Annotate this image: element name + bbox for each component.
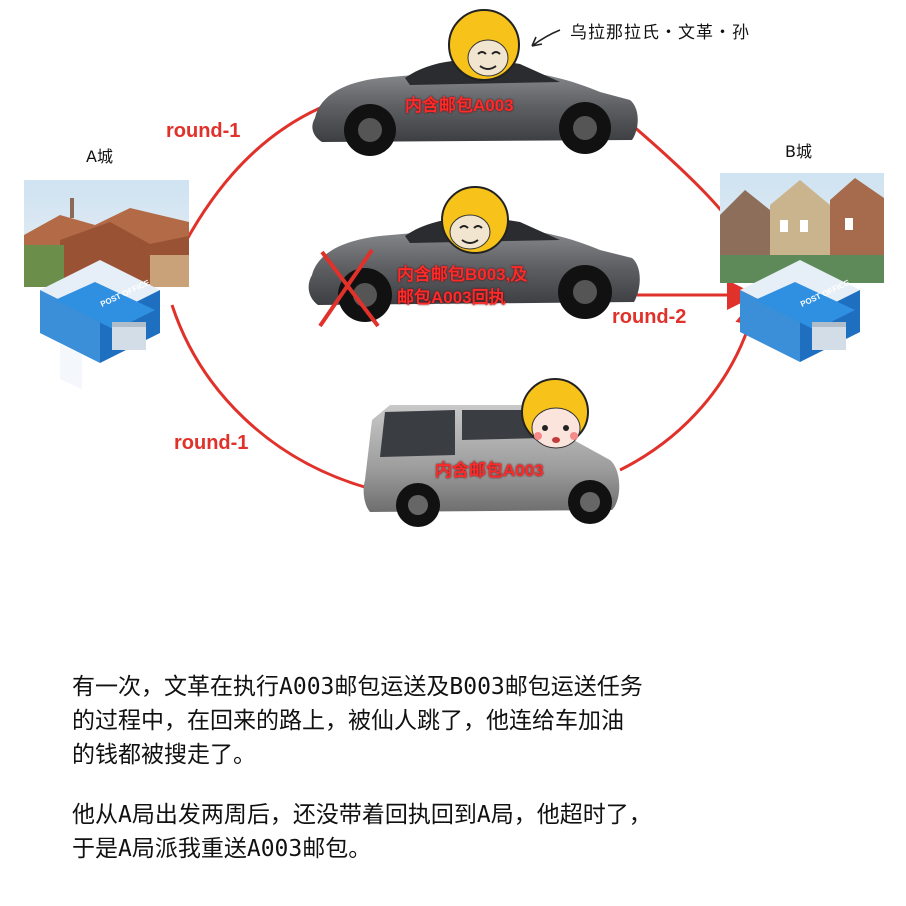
caption-line: 有一次，文革在执行A003邮包运送及B003邮包运送任务 [72,674,643,700]
city-b-label: B城 [785,142,812,161]
route-label-bottom: round-1 [174,432,249,454]
cross-mark-icon [318,248,380,328]
cargo-label-top-car: 内含邮包A003 [405,96,514,115]
cargo-label-middle-car-line2: 邮包A003回执 [397,288,506,307]
sedan-car-top [312,59,638,156]
cargo-label-van: 内含邮包A003 [435,461,544,480]
route-label-top: round-1 [166,120,241,142]
cargo-label-middle-car-line1: 内含邮包B003,及 [397,265,528,284]
helmet-driver [441,186,509,254]
caption-paragraph-1: 有一次，文革在执行A003邮包运送及B003邮包运送任务 的过程中，在回来的路上… [72,670,652,772]
driver-annotation: 乌拉那拉氏・文革・孙 [570,23,750,43]
route-label-right: round-2 [612,306,687,328]
city-a-label: A城 [86,147,113,166]
route-bottom-right [619,296,765,472]
caption-line: 他从A局出发两周后，还没带着回执回到A局，他超时了， [72,802,652,828]
caption: 有一次，文革在执行A003邮包运送及B003邮包运送任务 的过程中，在回来的路上… [72,670,652,892]
helmet-driver [448,9,520,81]
diagram-canvas: POST OFFICE POST OFFICE [24,9,884,527]
arrow-icon [531,29,561,47]
helmet-driver [521,378,589,449]
caption-line: 的过程中，在回来的路上，被仙人跳了，他连给车加油 [72,708,624,734]
caption-line: 于是A局派我重送A003邮包。 [72,836,372,862]
caption-line: 的钱都被搜走了。 [72,742,256,768]
route-bottom [170,304,369,490]
diagram: POST OFFICE POST OFFICE [24,9,884,527]
post-office-icon: POST OFFICE [40,260,160,390]
caption-paragraph-2: 他从A局出发两周后，还没带着回执回到A局，他超时了， 于是A局派我重送A003邮… [72,798,652,866]
post-office-icon: POST OFFICE [740,260,860,362]
